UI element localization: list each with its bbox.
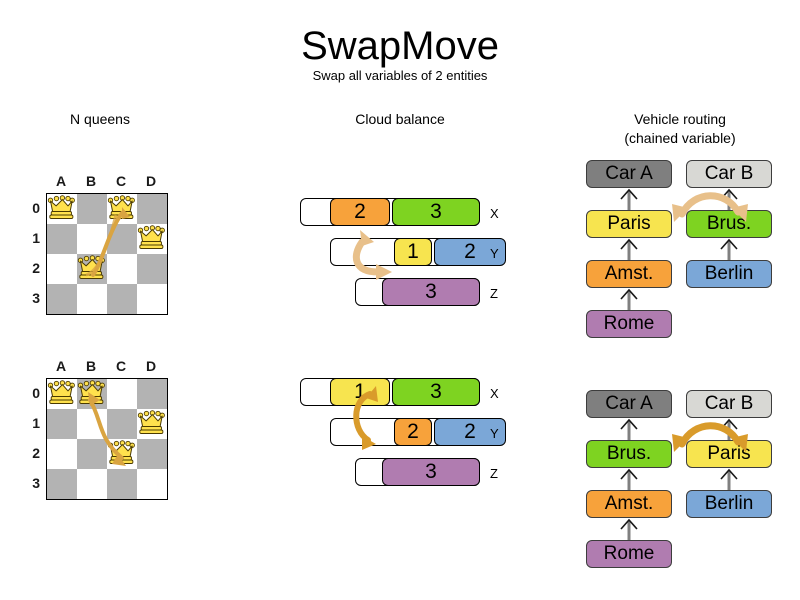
cloud-process-block[interactable]: 1 xyxy=(394,238,432,266)
chess-cell-C2[interactable] xyxy=(107,254,137,284)
cloud-computer-label-Z: Z xyxy=(490,466,498,481)
column-label-D: D xyxy=(145,358,157,374)
chess-cell-B0[interactable] xyxy=(77,194,107,224)
row-label-2: 2 xyxy=(32,260,40,276)
chain-arrow-icon xyxy=(720,238,738,261)
row-label-3: 3 xyxy=(32,475,40,491)
row-label-3: 3 xyxy=(32,290,40,306)
column-label-D: D xyxy=(145,173,157,189)
chess-cell-C1[interactable] xyxy=(107,409,137,439)
chess-cell-D3[interactable] xyxy=(137,469,167,499)
cloud-process-block[interactable]: 2 xyxy=(394,418,432,446)
section-title-nqueens: N queens xyxy=(70,111,130,127)
chain-arrow-icon xyxy=(620,418,638,441)
chess-cell-B3[interactable] xyxy=(77,469,107,499)
cloud-computer-label-Y: Y xyxy=(490,426,499,441)
column-label-C: C xyxy=(115,358,127,374)
section-title-vehicle-routing: Vehicle routing (chained variable) xyxy=(590,110,770,148)
chess-cell-D2[interactable] xyxy=(137,439,167,469)
chess-cell-C3[interactable] xyxy=(107,469,137,499)
queen-A0[interactable] xyxy=(47,380,75,405)
row-label-1: 1 xyxy=(32,415,40,431)
cloud-swap-arrow xyxy=(353,386,378,450)
chess-cell-A3[interactable] xyxy=(47,284,77,314)
column-label-B: B xyxy=(85,173,97,189)
queen-A0[interactable] xyxy=(47,195,75,220)
vehicle-box-cara[interactable]: Car A xyxy=(586,160,672,188)
customer-box-brus[interactable]: Brus. xyxy=(586,440,672,468)
customer-box-rome[interactable]: Rome xyxy=(586,540,672,568)
vrp-title-line2: (chained variable) xyxy=(624,130,736,146)
customer-box-paris[interactable]: Paris xyxy=(686,440,772,468)
column-label-B: B xyxy=(85,358,97,374)
chess-cell-A1[interactable] xyxy=(47,224,77,254)
vehicle-box-carb[interactable]: Car B xyxy=(686,390,772,418)
page-title: SwapMove xyxy=(301,24,499,68)
chain-arrow-icon xyxy=(620,518,638,541)
chess-cell-D2[interactable] xyxy=(137,254,167,284)
cloud-move-arrow xyxy=(352,230,392,280)
column-label-C: C xyxy=(115,173,127,189)
cloud-process-block[interactable]: 2 xyxy=(330,198,390,226)
cloud-computer-label-Z: Z xyxy=(490,286,498,301)
vehicle-box-carb[interactable]: Car B xyxy=(686,160,772,188)
vrp-swap-arrow xyxy=(672,192,748,222)
cloud-process-block[interactable]: 2 xyxy=(434,238,506,266)
queen-D1[interactable] xyxy=(137,225,165,250)
chess-cell-A2[interactable] xyxy=(47,439,77,469)
customer-box-rome[interactable]: Rome xyxy=(586,310,672,338)
customer-box-berlin[interactable]: Berlin xyxy=(686,490,772,518)
queen-move-arrow xyxy=(85,207,130,277)
column-label-A: A xyxy=(55,358,67,374)
chess-cell-A2[interactable] xyxy=(47,254,77,284)
cloud-process-block[interactable]: 3 xyxy=(382,278,480,306)
chess-cell-A3[interactable] xyxy=(47,469,77,499)
cloud-process-block[interactable]: 3 xyxy=(382,458,480,486)
page-subtitle: Swap all variables of 2 entities xyxy=(312,68,488,83)
row-label-1: 1 xyxy=(32,230,40,246)
vehicle-box-cara[interactable]: Car A xyxy=(586,390,672,418)
chain-arrow-icon xyxy=(620,468,638,491)
chain-arrow-icon xyxy=(620,238,638,261)
column-label-A: A xyxy=(55,173,67,189)
cloud-computer-label-X: X xyxy=(490,206,499,221)
chain-arrow-icon xyxy=(620,288,638,311)
chess-cell-B1[interactable] xyxy=(77,224,107,254)
cloud-process-block[interactable]: 3 xyxy=(392,198,480,226)
cloud-process-block[interactable]: 2 xyxy=(434,418,506,446)
customer-box-amst[interactable]: Amst. xyxy=(586,260,672,288)
chess-cell-D0[interactable] xyxy=(137,194,167,224)
chess-cell-B2[interactable] xyxy=(77,439,107,469)
customer-box-paris[interactable]: Paris xyxy=(586,210,672,238)
chess-cell-B3[interactable] xyxy=(77,284,107,314)
chess-cell-C0[interactable] xyxy=(107,379,137,409)
section-title-cloud: Cloud balance xyxy=(355,111,445,127)
cloud-computer-label-Y: Y xyxy=(490,246,499,261)
chain-arrow-icon xyxy=(720,468,738,491)
queen-D1[interactable] xyxy=(137,410,165,435)
customer-box-berlin[interactable]: Berlin xyxy=(686,260,772,288)
chess-cell-C3[interactable] xyxy=(107,284,137,314)
row-label-0: 0 xyxy=(32,200,40,216)
cloud-process-block[interactable]: 3 xyxy=(392,378,480,406)
row-label-2: 2 xyxy=(32,445,40,461)
chess-cell-D3[interactable] xyxy=(137,284,167,314)
customer-box-brus[interactable]: Brus. xyxy=(686,210,772,238)
queen-swap-arrow xyxy=(88,392,126,466)
cloud-computer-label-X: X xyxy=(490,386,499,401)
chess-cell-D0[interactable] xyxy=(137,379,167,409)
vrp-title-line1: Vehicle routing xyxy=(634,111,726,127)
chain-arrow-icon xyxy=(620,188,638,211)
customer-box-amst[interactable]: Amst. xyxy=(586,490,672,518)
vrp-swap-arrow xyxy=(672,422,748,452)
row-label-0: 0 xyxy=(32,385,40,401)
chess-cell-A1[interactable] xyxy=(47,409,77,439)
